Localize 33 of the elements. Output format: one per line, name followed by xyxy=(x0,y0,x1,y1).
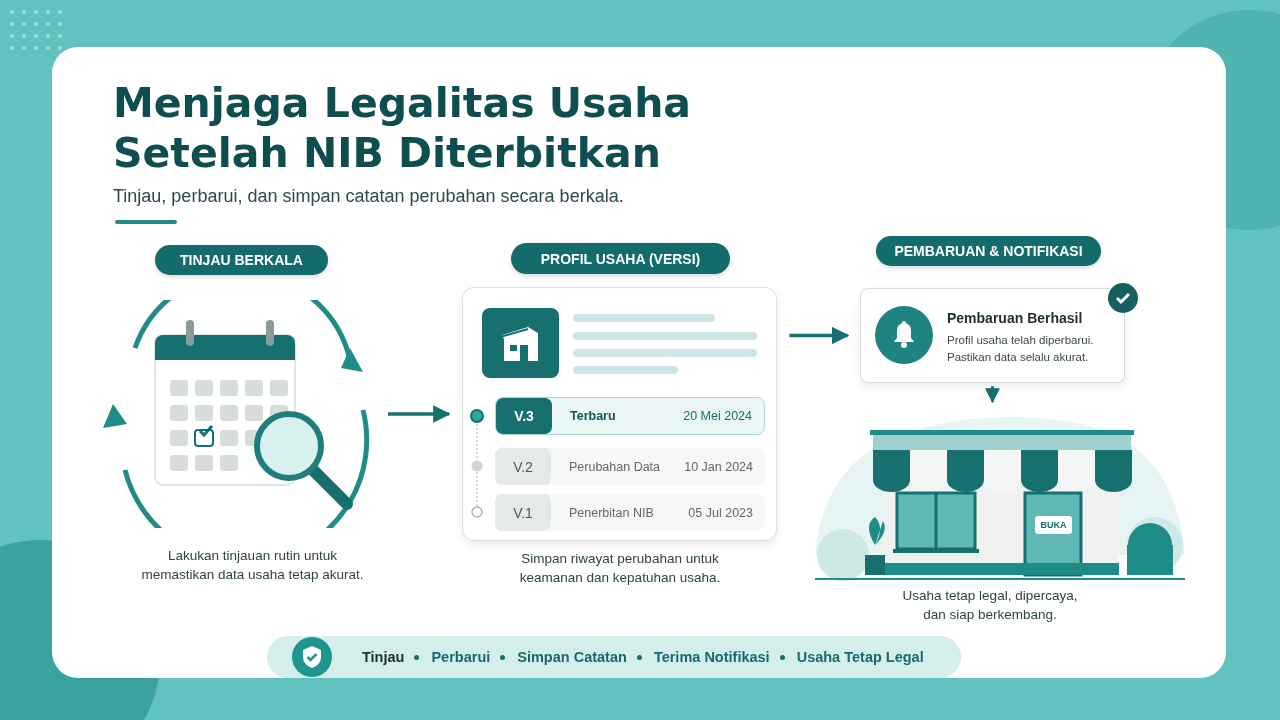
version-row xyxy=(495,397,765,435)
open-sign: BUKA xyxy=(1035,516,1072,534)
summary-step: Usaha Tetap Legal xyxy=(769,649,924,665)
notification-message: Profil usaha telah diperbarui. Pastikan data selalu akurat. xyxy=(947,333,1095,365)
section-heading-pill: PEMBARUAN & NOTIFIKASI xyxy=(876,236,1101,266)
version-title: Penerbitan NIB xyxy=(569,505,655,520)
profile-card xyxy=(462,287,777,541)
version-title: Terbaru xyxy=(570,409,617,423)
summary-bar xyxy=(267,636,961,678)
title: Menjaga Legalitas Usaha Setelah NIB Diterbitkan xyxy=(113,78,693,178)
notification-title: Pembaruan Berhasil xyxy=(947,310,1083,326)
step-caption: Usaha tetap legal, dipercaya, dan siap berkembang. xyxy=(901,587,1079,624)
version-title: Perubahan Data xyxy=(569,459,662,474)
arrow xyxy=(789,326,850,345)
subtitle: Tinjau, perbarui, dan simpan catatan perubahan secara berkala. xyxy=(113,186,624,207)
version-label: V.1 xyxy=(495,494,551,531)
summary-step: Simpan Catatan xyxy=(490,649,627,665)
step-caption: Simpan riwayat perubahan untuk keamanan dan kepatuhan usaha. xyxy=(518,550,722,587)
summary-step: Tinjau xyxy=(362,649,405,665)
version-date: 20 Mei 2024 xyxy=(683,409,752,423)
summary-step: Perbarui xyxy=(404,649,491,665)
arrow xyxy=(388,405,451,423)
section-heading-pill: PROFIL USAHA (VERSI) xyxy=(511,243,730,274)
version-label: V.3 xyxy=(496,398,552,434)
version-row xyxy=(495,494,765,531)
version-row xyxy=(495,448,765,485)
version-date: 10 Jan 2024 xyxy=(684,459,753,474)
version-date: 05 Jul 2023 xyxy=(688,505,753,520)
arrow xyxy=(985,386,1000,404)
version-label: V.2 xyxy=(495,448,551,485)
section-heading-pill: TINJAU BERKALA xyxy=(155,245,328,275)
step-caption: Lakukan tinjauan rutin untuk memastikan data usaha tetap akurat. xyxy=(140,547,365,584)
summary-step: Terima Notifikasi xyxy=(626,649,770,665)
